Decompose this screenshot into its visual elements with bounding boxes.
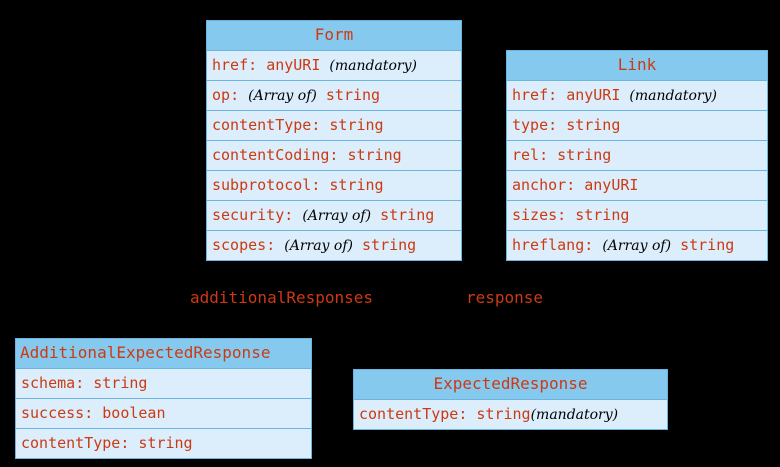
uml-attribute-row: success: boolean [16, 398, 311, 428]
uml-attribute-row: scopes: (Array of) string [207, 230, 461, 260]
attribute-separator: : [266, 236, 285, 254]
uml-attribute-list-expected-response: contentType: string(mandatory) [354, 399, 667, 429]
uml-attribute-row: schema: string [16, 368, 311, 398]
attribute-name: op [212, 86, 231, 104]
attribute-separator: : [539, 146, 558, 164]
attribute-separator: : [75, 374, 94, 392]
attribute-separator: : [84, 404, 103, 422]
attribute-name: href [512, 86, 549, 104]
uml-class-title-additional-expected-response: AdditionalExpectedResponse [16, 339, 311, 368]
attribute-separator: : [248, 56, 267, 74]
uml-attribute-row: href: anyURI (mandatory) [507, 80, 767, 110]
uml-class-title-form: Form [207, 21, 461, 50]
attribute-modifier: (Array of) [602, 238, 672, 254]
attribute-type: boolean [102, 404, 166, 422]
attribute-separator: : [566, 176, 585, 194]
attribute-name: success [21, 404, 85, 422]
attribute-name: security [212, 206, 285, 224]
uml-attribute-row: contentType: string(mandatory) [354, 399, 667, 429]
attribute-type: string [329, 176, 384, 194]
attribute-name: contentType [359, 405, 459, 423]
attribute-separator: : [548, 86, 567, 104]
attribute-name: rel [512, 146, 540, 164]
attribute-type: string [566, 116, 621, 134]
uml-attribute-row: contentType: string [207, 110, 461, 140]
uml-attribute-list-additional-expected-response: schema: string success: boolean contentT… [16, 368, 311, 458]
uml-attribute-row: hreflang: (Array of) string [507, 230, 767, 260]
attribute-type: string [680, 236, 735, 254]
uml-attribute-row: security: (Array of) string [207, 200, 461, 230]
attribute-type: string [362, 236, 417, 254]
attribute-type: string [329, 116, 384, 134]
attribute-separator: : [584, 236, 603, 254]
attribute-modifier: (mandatory) [329, 58, 417, 74]
attribute-name: anchor [512, 176, 567, 194]
attribute-type: string [380, 206, 435, 224]
uml-attribute-row: contentCoding: string [207, 140, 461, 170]
attribute-modifier: (Array of) [284, 238, 353, 254]
attribute-separator: : [311, 176, 330, 194]
attribute-separator: : [311, 116, 330, 134]
attribute-name: subprotocol [212, 176, 312, 194]
attribute-name: contentType [212, 116, 312, 134]
uml-attribute-row: contentType: string [16, 428, 311, 458]
attribute-modifier: (Array of) [302, 208, 372, 224]
attribute-type: string [476, 405, 531, 423]
attribute-separator: : [284, 206, 303, 224]
attribute-modifier: (mandatory) [629, 88, 717, 104]
attribute-type: string [138, 434, 193, 452]
attribute-type: string [557, 146, 612, 164]
attribute-modifier: (mandatory) [530, 407, 619, 423]
attribute-type: string [93, 374, 148, 392]
attribute-name: hreflang [512, 236, 585, 254]
attribute-type: anyURI [566, 86, 621, 104]
uml-class-additional-expected-response[interactable]: AdditionalExpectedResponse schema: strin… [15, 338, 312, 459]
attribute-separator: : [548, 116, 567, 134]
attribute-name: scopes [212, 236, 267, 254]
attribute-type: anyURI [584, 176, 639, 194]
uml-attribute-row: anchor: anyURI [507, 170, 767, 200]
uml-class-link[interactable]: Link href: anyURI (mandatory) type: stri… [506, 50, 768, 261]
attribute-modifier: (Array of) [248, 88, 317, 104]
attribute-name: contentType [21, 434, 121, 452]
uml-attribute-list-form: href: anyURI (mandatory) op: (Array of) … [207, 50, 461, 260]
uml-class-title-expected-response: ExpectedResponse [354, 370, 667, 399]
attribute-type: string [575, 206, 630, 224]
attribute-separator: : [120, 434, 139, 452]
uml-attribute-list-link: href: anyURI (mandatory) type: string re… [507, 80, 767, 260]
association-label-response[interactable]: response [466, 288, 544, 307]
uml-class-title-link: Link [507, 51, 767, 80]
uml-attribute-row: href: anyURI (mandatory) [207, 50, 461, 80]
uml-class-expected-response[interactable]: ExpectedResponse contentType: string(man… [353, 369, 668, 430]
attribute-name: schema [21, 374, 76, 392]
uml-attribute-row: op: (Array of) string [207, 80, 461, 110]
attribute-name: href [212, 56, 249, 74]
attribute-type: string [347, 146, 402, 164]
attribute-name: sizes [512, 206, 558, 224]
attribute-name: contentCoding [212, 146, 330, 164]
uml-class-form[interactable]: Form href: anyURI (mandatory) op: (Array… [206, 20, 462, 261]
attribute-separator: : [329, 146, 348, 164]
attribute-separator: : [458, 405, 477, 423]
attribute-separator: : [557, 206, 576, 224]
attribute-separator: : [230, 86, 249, 104]
attribute-type: anyURI [266, 56, 321, 74]
uml-attribute-row: type: string [507, 110, 767, 140]
uml-attribute-row: subprotocol: string [207, 170, 461, 200]
attribute-name: type [512, 116, 549, 134]
uml-attribute-row: sizes: string [507, 200, 767, 230]
association-label-additional-responses[interactable]: additionalResponses [190, 288, 374, 307]
attribute-type: string [325, 86, 381, 104]
uml-attribute-row: rel: string [507, 140, 767, 170]
